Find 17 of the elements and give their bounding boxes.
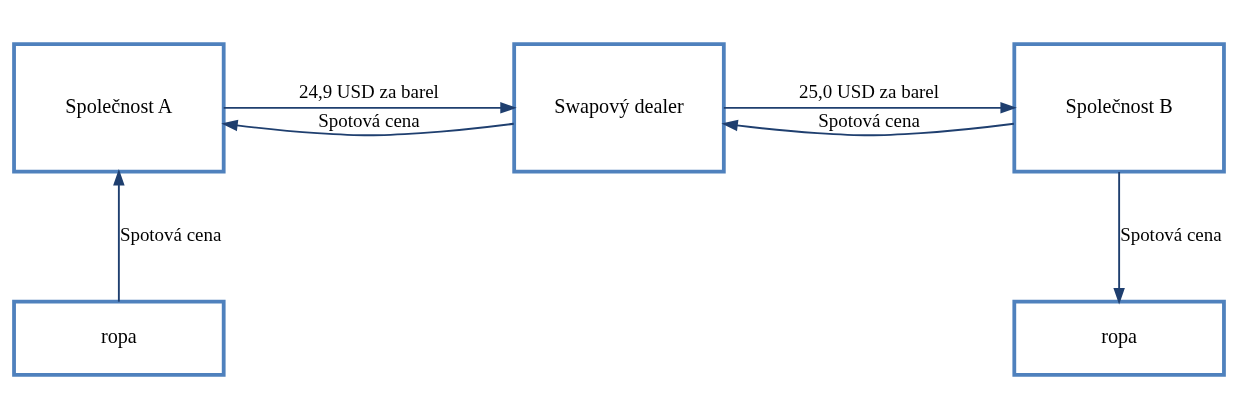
node-box: ropa bbox=[12, 299, 226, 377]
node-box: Společnost B bbox=[1012, 42, 1226, 174]
edge-label: 24,9 USD za barel bbox=[298, 80, 439, 102]
node-box: Swapový dealer bbox=[512, 42, 726, 174]
arrow bbox=[222, 102, 517, 114]
arrow bbox=[721, 119, 1015, 137]
edge-label: Spotová cena bbox=[1120, 224, 1222, 246]
node-box: ropa bbox=[1012, 299, 1226, 377]
edge-label: Spotová cena bbox=[318, 109, 420, 131]
arrow bbox=[221, 119, 515, 137]
arrow bbox=[1113, 171, 1125, 305]
edge-label: Spotová cena bbox=[119, 224, 222, 246]
edge-label: Spotová cena bbox=[818, 109, 920, 131]
arrow bbox=[722, 102, 1017, 114]
node-box: Společnost A bbox=[12, 42, 226, 174]
arrow bbox=[113, 169, 125, 303]
edge-label: 25,0 USD za barel bbox=[799, 80, 940, 102]
